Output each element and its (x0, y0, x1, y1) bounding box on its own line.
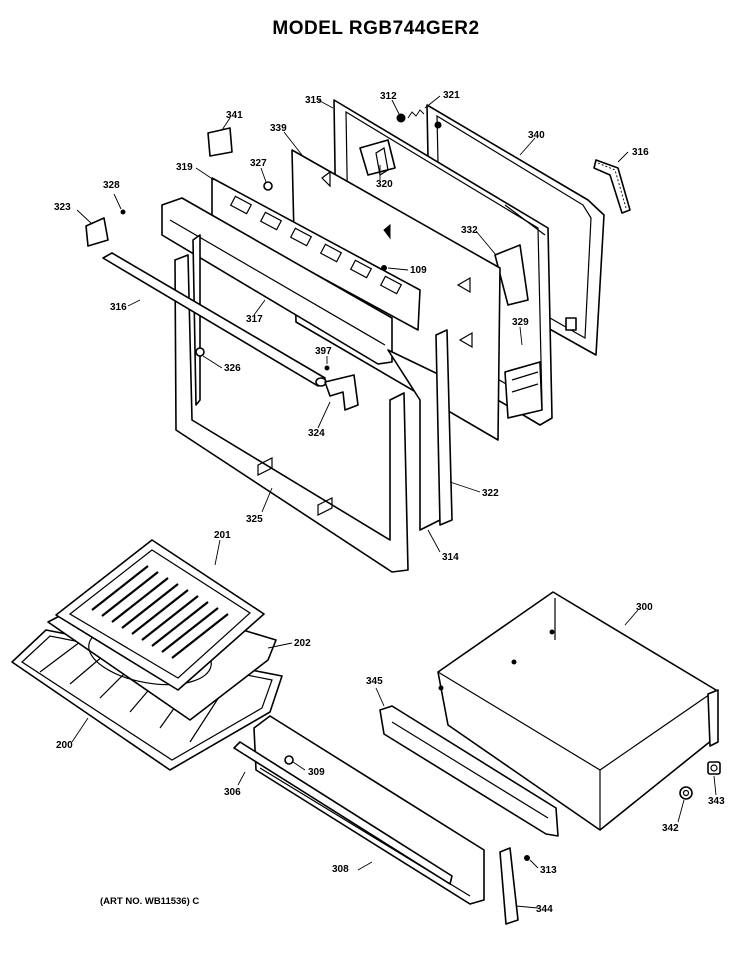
label-324: 324 (308, 428, 325, 439)
label-345: 345 (366, 676, 383, 687)
label-319: 319 (176, 162, 193, 173)
storage-drawer-300 (437, 591, 719, 831)
label-202: 202 (294, 638, 311, 649)
label-328: 328 (103, 180, 120, 191)
label-315: 315 (305, 95, 322, 106)
label-313: 313 (540, 865, 557, 876)
screw-328 (120, 209, 126, 215)
clip-341 (207, 127, 233, 157)
door-top-trim-317 (161, 197, 393, 365)
handle-rod-316 (102, 252, 327, 387)
label-300: 300 (636, 602, 653, 613)
label-201: 201 (214, 530, 231, 541)
door-glass-314 (387, 349, 441, 531)
label-306: 306 (224, 787, 241, 798)
screw-327 (263, 181, 273, 191)
screw-312 (396, 113, 406, 123)
label-316-right: 316 (632, 147, 649, 158)
label-317: 317 (246, 314, 263, 325)
side-strip-322 (435, 329, 453, 526)
part-326 (195, 347, 205, 357)
handle-316-right (593, 159, 631, 214)
label-320: 320 (376, 179, 393, 190)
label-327: 327 (250, 158, 267, 169)
small-parts (85, 109, 425, 411)
bracket-323 (85, 217, 109, 247)
leader-lines (71, 95, 717, 909)
screw-109 (381, 265, 387, 271)
part-labels: 315 312 321 340 316 341 339 327 319 320 … (54, 90, 725, 915)
label-326: 326 (224, 363, 241, 374)
clip-320 (375, 147, 389, 176)
label-339: 339 (270, 123, 287, 134)
art-number: (ART NO. WB11536) C (100, 896, 200, 907)
label-343: 343 (708, 796, 725, 807)
outer-door-frame-325 (174, 234, 409, 573)
label-322: 322 (482, 488, 499, 499)
label-200: 200 (56, 740, 73, 751)
label-341: 341 (226, 110, 243, 121)
label-340: 340 (528, 130, 545, 141)
label-109: 109 (410, 265, 427, 276)
label-323: 323 (54, 202, 71, 213)
label-314: 314 (442, 552, 459, 563)
vent-trim-319 (211, 177, 421, 331)
latch-324 (324, 374, 359, 411)
label-329: 329 (512, 317, 529, 328)
drawer-rail-345 (379, 705, 559, 837)
label-309: 309 (308, 767, 325, 778)
label-321: 321 (443, 90, 460, 101)
drawer-slide-344 (499, 847, 530, 925)
label-342: 342 (662, 823, 679, 834)
diagram-title: MODEL RGB744GER2 (272, 18, 480, 39)
label-316-left: 316 (110, 302, 127, 313)
hardware-342-343 (679, 761, 721, 800)
label-397: 397 (315, 346, 332, 357)
label-308: 308 (332, 864, 349, 875)
label-325: 325 (246, 514, 263, 525)
hinge-332 (494, 244, 543, 419)
spring-321 (407, 109, 425, 119)
label-332: 332 (461, 225, 478, 236)
screw-397 (324, 365, 330, 371)
drawer-front-308 (233, 715, 485, 905)
label-312: 312 (380, 91, 397, 102)
label-344: 344 (536, 904, 553, 915)
broiler-grid-201 (55, 539, 265, 691)
